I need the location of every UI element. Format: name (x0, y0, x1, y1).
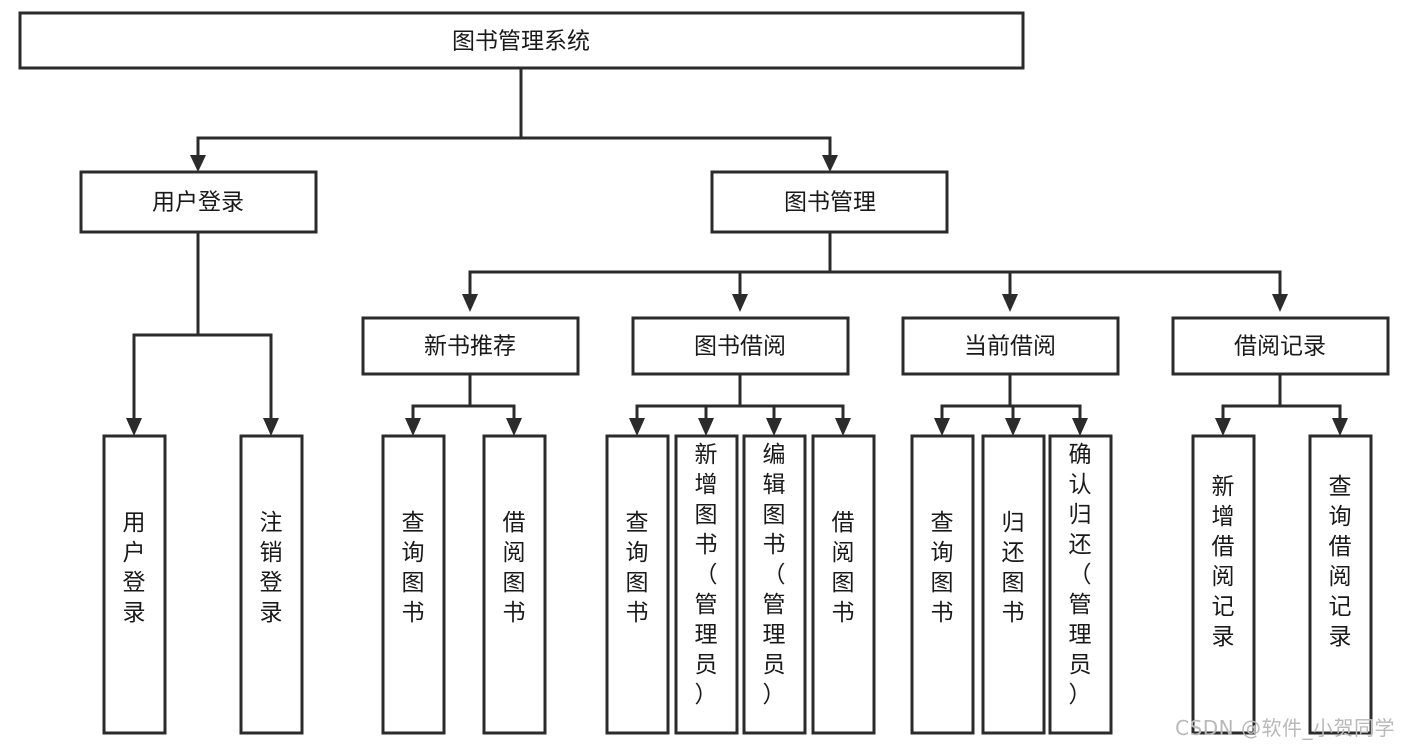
connector-new-book-to-leaves (405, 372, 522, 436)
node-leaf-query-borrow-record[interactable]: 查询借阅记录 (1308, 434, 1373, 735)
node-label-leaf-edit-book: 编辑图书（管理员） (763, 442, 786, 708)
node-leaf-borrow-book[interactable]: 借阅图书 (811, 434, 876, 735)
node-label-current-borrow: 当前借阅 (964, 334, 1056, 360)
node-label-leaf-borrow-book: 借阅图书 (832, 510, 855, 626)
node-label-leaf-query-book-recommend: 查询图书 (402, 510, 425, 626)
node-label-leaf-query-borrow-record: 查询借阅记录 (1329, 474, 1352, 650)
connector-root-to-level2 (190, 66, 838, 172)
node-label-new-book-recommend: 新书推荐 (424, 334, 516, 360)
node-leaf-query-book-borrow[interactable]: 查询图书 (605, 434, 670, 735)
node-leaf-add-book[interactable]: 新增图书（管理员） (674, 434, 739, 735)
node-leaf-return-book[interactable]: 归还图书 (981, 434, 1046, 735)
connector-book-borrow-to-leaves (629, 372, 851, 436)
connector-current-borrow-to-leaves (934, 372, 1088, 436)
node-label-leaf-logout: 注销登录 (260, 510, 283, 626)
node-leaf-query-book-current[interactable]: 查询图书 (910, 434, 975, 735)
node-leaf-confirm-return[interactable]: 确认归还（管理员） (1048, 434, 1113, 735)
node-label-leaf-confirm-return: 确认归还（管理员） (1069, 442, 1092, 708)
node-borrow-record[interactable]: 借阅记录 (1171, 316, 1390, 376)
node-book-borrow[interactable]: 图书借阅 (631, 316, 850, 376)
node-label-leaf-add-book: 新增图书（管理员） (695, 442, 718, 708)
node-label-user-login: 用户登录 (152, 190, 244, 216)
node-label-leaf-add-borrow-record: 新增借阅记录 (1212, 474, 1235, 650)
node-leaf-user-login[interactable]: 用户登录 (102, 434, 167, 735)
node-root-system[interactable]: 图书管理系统 (18, 11, 1025, 70)
node-leaf-logout[interactable]: 注销登录 (239, 434, 304, 735)
node-current-borrow[interactable]: 当前借阅 (901, 316, 1120, 376)
node-label-leaf-return-book: 归还图书 (1002, 510, 1025, 626)
connector-borrow-record-to-leaves (1215, 372, 1348, 436)
node-label-root: 图书管理系统 (452, 29, 590, 55)
connector-book-manage-to-level3 (462, 230, 1288, 312)
node-new-book-recommend[interactable]: 新书推荐 (361, 316, 580, 376)
node-leaf-query-book-recommend[interactable]: 查询图书 (381, 434, 446, 735)
node-leaf-add-borrow-record[interactable]: 新增借阅记录 (1191, 434, 1256, 735)
node-label-leaf-user-login: 用户登录 (123, 510, 146, 626)
node-user-login[interactable]: 用户登录 (79, 170, 318, 234)
node-label-leaf-query-book-borrow: 查询图书 (626, 510, 649, 626)
node-label-leaf-borrow-book-recommend: 借阅图书 (503, 510, 526, 626)
node-label-book-borrow: 图书借阅 (694, 334, 786, 360)
node-label-book-management: 图书管理 (784, 190, 876, 216)
node-book-management[interactable]: 图书管理 (710, 170, 949, 234)
node-label-leaf-query-book-current: 查询图书 (931, 510, 954, 626)
node-leaf-edit-book[interactable]: 编辑图书（管理员） (742, 434, 807, 735)
connector-user-login-to-leaves (126, 230, 279, 436)
node-label-borrow-record: 借阅记录 (1234, 334, 1326, 360)
node-leaf-borrow-book-recommend[interactable]: 借阅图书 (482, 434, 547, 735)
